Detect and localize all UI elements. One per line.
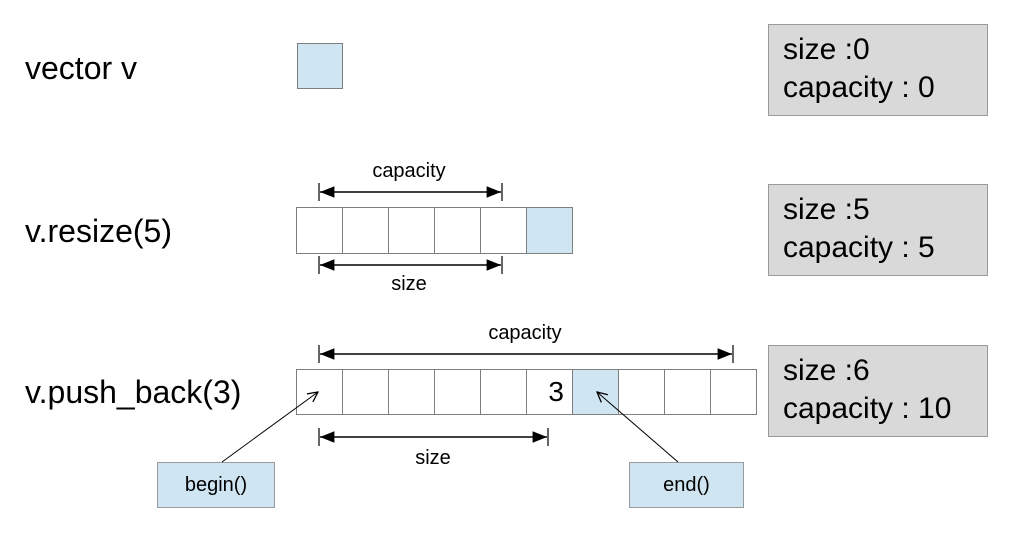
array-cell xyxy=(572,369,619,415)
capacity-arrow-resize xyxy=(318,183,503,201)
capacity-label-resize: capacity xyxy=(372,160,446,182)
size-arrow-push-back xyxy=(318,428,549,446)
array-cell xyxy=(710,369,757,415)
array-cell xyxy=(342,369,389,415)
array-cell xyxy=(664,369,711,415)
array-cell xyxy=(296,207,343,254)
array-cell xyxy=(296,369,343,415)
row-label-push-back: v.push_back(3) xyxy=(25,374,242,410)
array-cell xyxy=(618,369,665,415)
array-cell xyxy=(526,207,573,254)
array-cell xyxy=(388,369,435,415)
status-size: size :6 xyxy=(783,354,870,387)
status-capacity: capacity : 5 xyxy=(783,231,935,264)
status-capacity: capacity : 10 xyxy=(783,392,952,425)
end-callout: end() xyxy=(629,462,744,508)
row-label-vector: vector v xyxy=(25,50,138,86)
status-box-vector: size :0 capacity : 0 xyxy=(768,24,988,116)
status-box-resize: size :5 capacity : 5 xyxy=(768,184,988,276)
array-cell xyxy=(434,207,481,254)
status-size: size :0 xyxy=(783,33,870,66)
array-cell xyxy=(480,207,527,254)
size-label-push-back: size xyxy=(415,447,451,469)
array-cell xyxy=(480,369,527,415)
begin-callout: begin() xyxy=(157,462,275,508)
end-pointer-arrow xyxy=(597,392,679,463)
size-label-resize: size xyxy=(391,273,427,295)
cell-value: 3 xyxy=(548,376,564,407)
capacity-arrow-push-back xyxy=(318,345,734,363)
begin-pointer-arrow xyxy=(221,392,318,463)
status-box-push-back: size :6 capacity : 10 xyxy=(768,345,988,437)
size-arrow-resize xyxy=(318,256,503,274)
status-capacity: capacity : 0 xyxy=(783,71,935,104)
vector-cell xyxy=(297,43,343,89)
status-size: size :5 xyxy=(783,193,870,226)
capacity-label-push-back: capacity xyxy=(488,322,562,344)
array-cell xyxy=(434,369,481,415)
row-label-resize: v.resize(5) xyxy=(25,213,172,249)
